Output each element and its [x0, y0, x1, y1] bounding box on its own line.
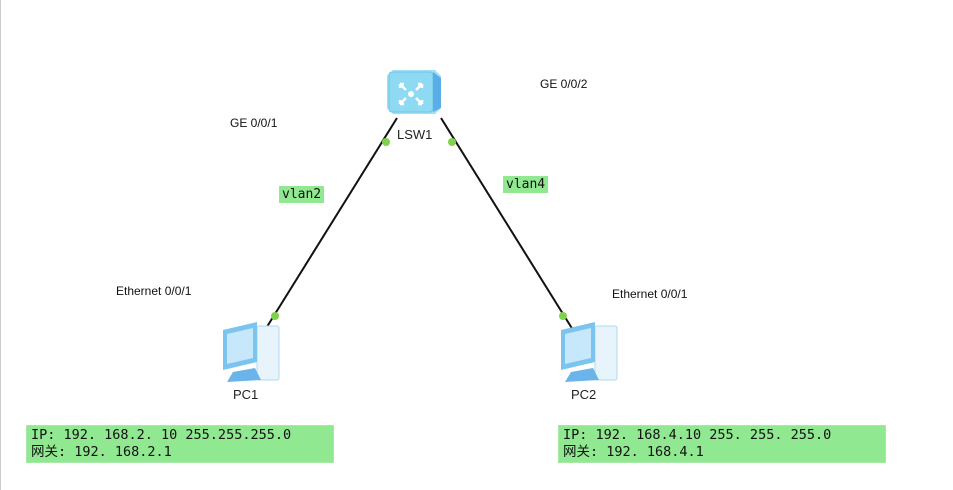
pc1-ip-note[interactable]: IP: 192. 168.2. 10 255.255.255.0 网关: 192…	[26, 425, 334, 463]
device-label-pc2: PC2	[571, 387, 597, 402]
port-dot-pc1	[271, 312, 279, 320]
device-label-pc1: PC1	[233, 387, 259, 402]
vlan-label-left[interactable]: vlan2	[279, 186, 325, 203]
link-lsw1-pc2[interactable]	[440, 117, 574, 331]
port-label-lsw1-ge002: GE 0/0/2	[540, 77, 588, 91]
pc1-ip-text: IP: 192. 168.2. 10 255.255.255.0	[31, 427, 292, 443]
pc-icon[interactable]	[223, 322, 280, 382]
pc2-gateway-text: 网关: 192. 168.4.1	[563, 444, 704, 460]
port-dot-pc2	[559, 312, 567, 320]
switch-icon[interactable]	[387, 70, 441, 114]
port-label-pc2: Ethernet 0/0/1	[612, 287, 688, 301]
pc2-ip-note[interactable]: IP: 192. 168.4.10 255. 255. 255.0 网关: 19…	[558, 425, 886, 463]
pc2-ip-text: IP: 192. 168.4.10 255. 255. 255.0	[563, 427, 832, 443]
port-dot-lsw1-ge002	[448, 138, 456, 146]
port-dot-lsw1-ge001	[382, 138, 390, 146]
port-label-pc1: Ethernet 0/0/1	[116, 284, 192, 298]
pc-icon[interactable]	[561, 322, 618, 382]
port-label-lsw1-ge001: GE 0/0/1	[230, 116, 278, 130]
pc1-gateway-text: 网关: 192. 168.2.1	[31, 444, 172, 460]
link-lsw1-pc1[interactable]	[264, 117, 398, 331]
vlan-label-right[interactable]: vlan4	[503, 176, 549, 193]
device-label-lsw1: LSW1	[397, 127, 433, 142]
